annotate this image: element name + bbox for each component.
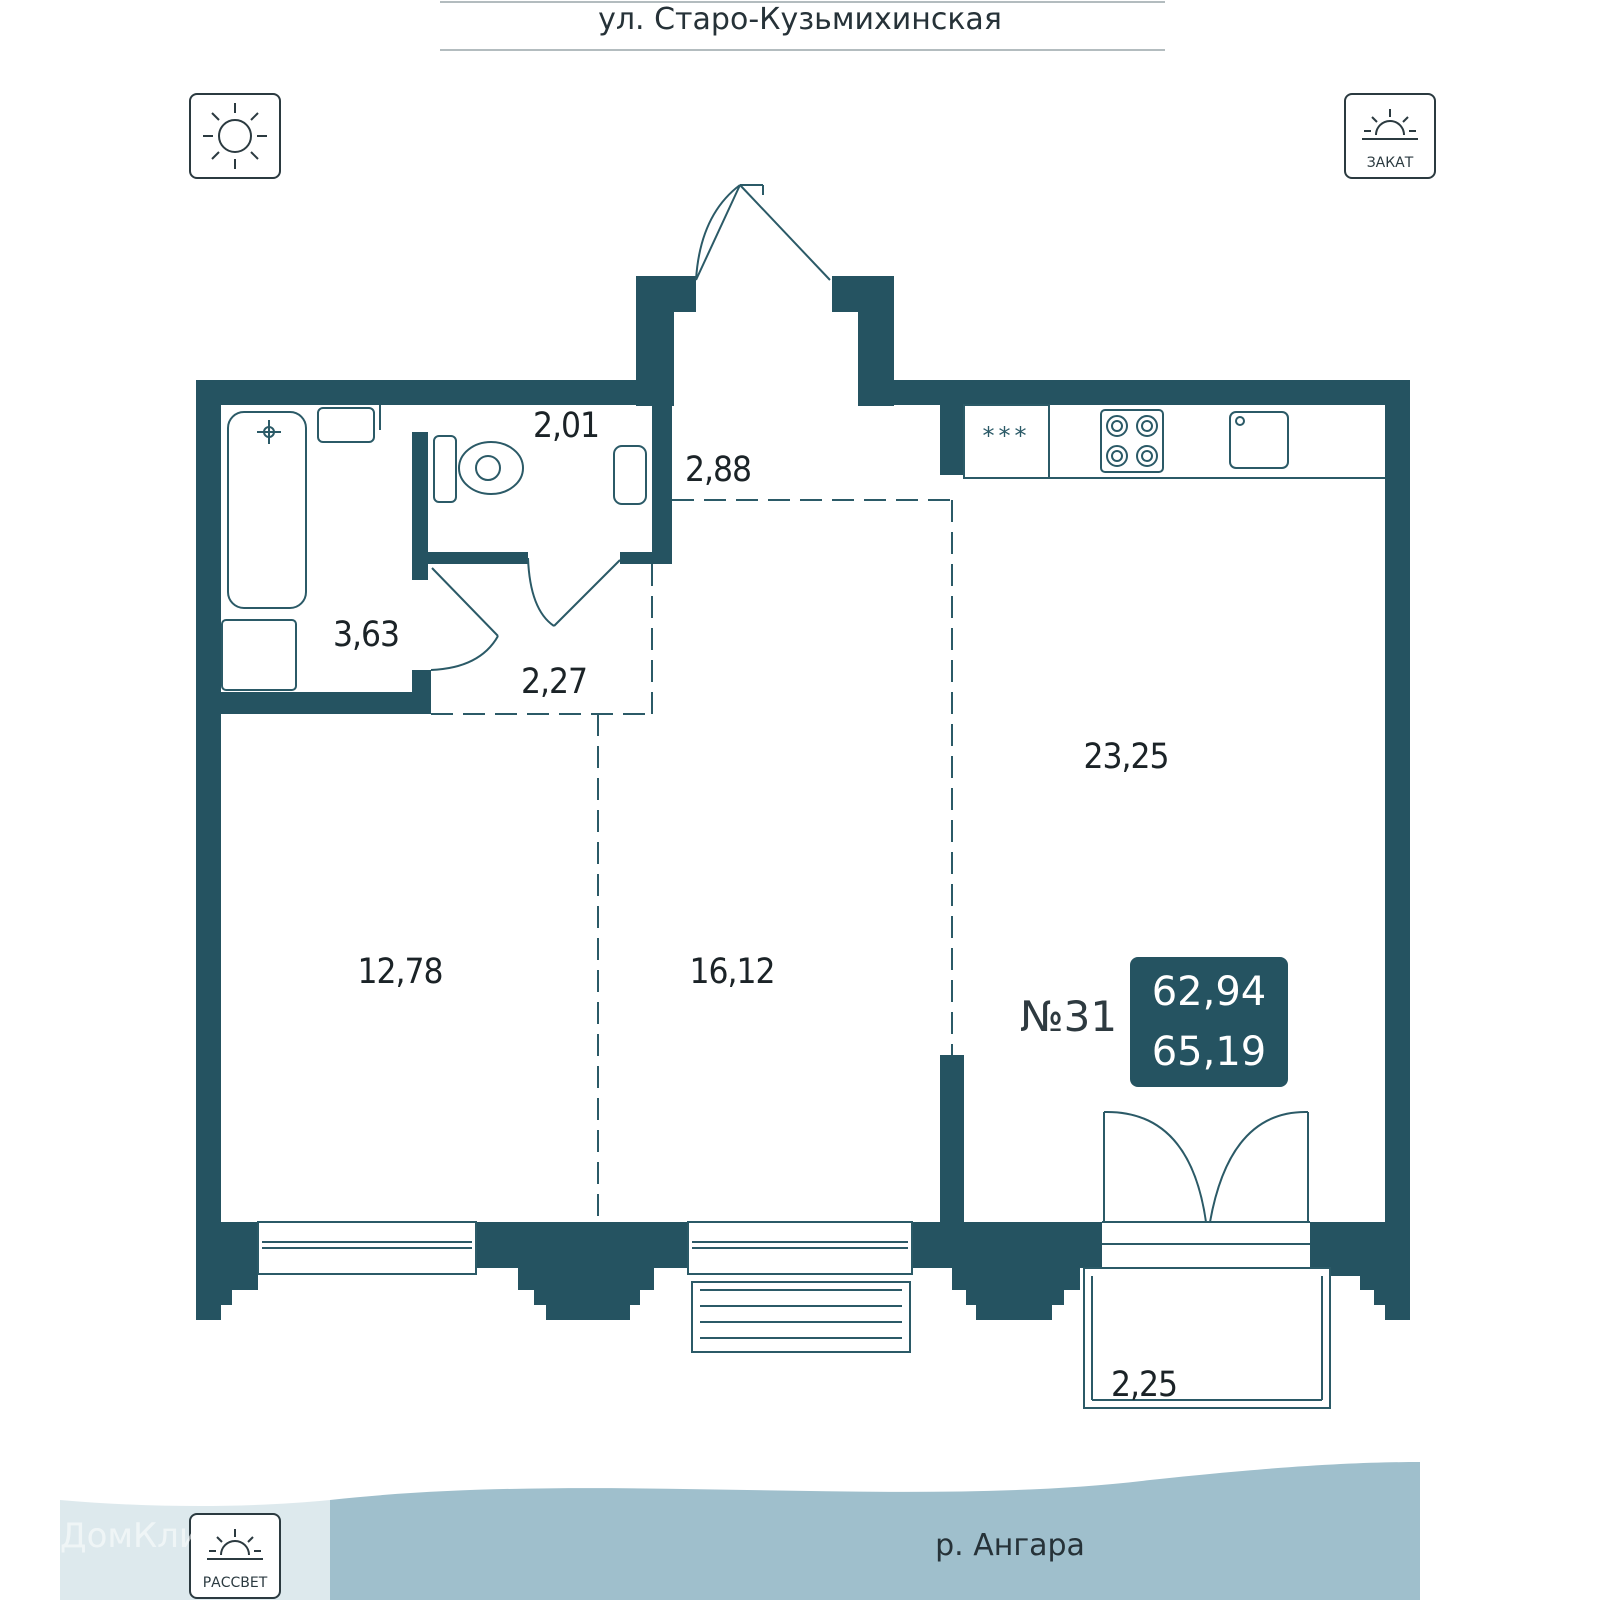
sunrise-label: РАССВЕТ (202, 1575, 268, 1591)
street-name: ул. Старо-Кузьмихинская (598, 2, 1002, 37)
room-area-living-room: 16,12 (689, 952, 775, 992)
dishwasher-mark: *** (982, 422, 1031, 450)
stove (1100, 409, 1164, 473)
room-area-hall-upper: 2,88 (684, 450, 752, 490)
river-name: р. Ангара (935, 1528, 1085, 1563)
toilet-tank (433, 435, 457, 503)
balcony-outline (1083, 1267, 1331, 1409)
bathtub (227, 411, 307, 609)
apartment-number: №31 (1020, 992, 1118, 1041)
room-area-bedroom: 12,78 (357, 952, 443, 992)
window-bedroom (257, 1221, 477, 1275)
zone-dividers (431, 499, 953, 1222)
window-living (687, 1221, 913, 1275)
sunset-icon (1362, 109, 1418, 140)
room-area-balcony: 2,25 (1110, 1365, 1178, 1405)
sun-box-sunrise: РАССВЕТ (189, 1513, 281, 1599)
toilet-bowl (458, 441, 524, 495)
living-area: 62,94 (1151, 969, 1267, 1015)
walls (196, 276, 1410, 1320)
kitchen-sink (1229, 411, 1289, 469)
sunset-label: ЗАКАТ (1366, 155, 1414, 171)
sun-icon (203, 103, 267, 169)
room-area-bathroom: 3,63 (332, 615, 400, 655)
room-area-wc: 2,01 (532, 406, 600, 446)
area-badge: 62,94 65,19 (1130, 957, 1288, 1087)
sun-box-day (189, 93, 281, 179)
dishwasher (963, 404, 1050, 479)
juliet-balcony (691, 1281, 911, 1353)
sunrise-icon (207, 1529, 263, 1560)
fixtures (221, 184, 1385, 1409)
sun-box-sunset: ЗАКАТ (1344, 93, 1436, 179)
washing-machine (221, 619, 297, 691)
room-area-hall-lower: 2,27 (520, 662, 588, 702)
wc-sink (613, 445, 647, 505)
room-area-kitchen-living: 23,25 (1083, 737, 1169, 777)
watermark: ДомКлик (60, 1516, 222, 1556)
total-area: 65,19 (1151, 1029, 1267, 1075)
river-shape (330, 1462, 1420, 1600)
bathroom-sink (317, 407, 375, 443)
